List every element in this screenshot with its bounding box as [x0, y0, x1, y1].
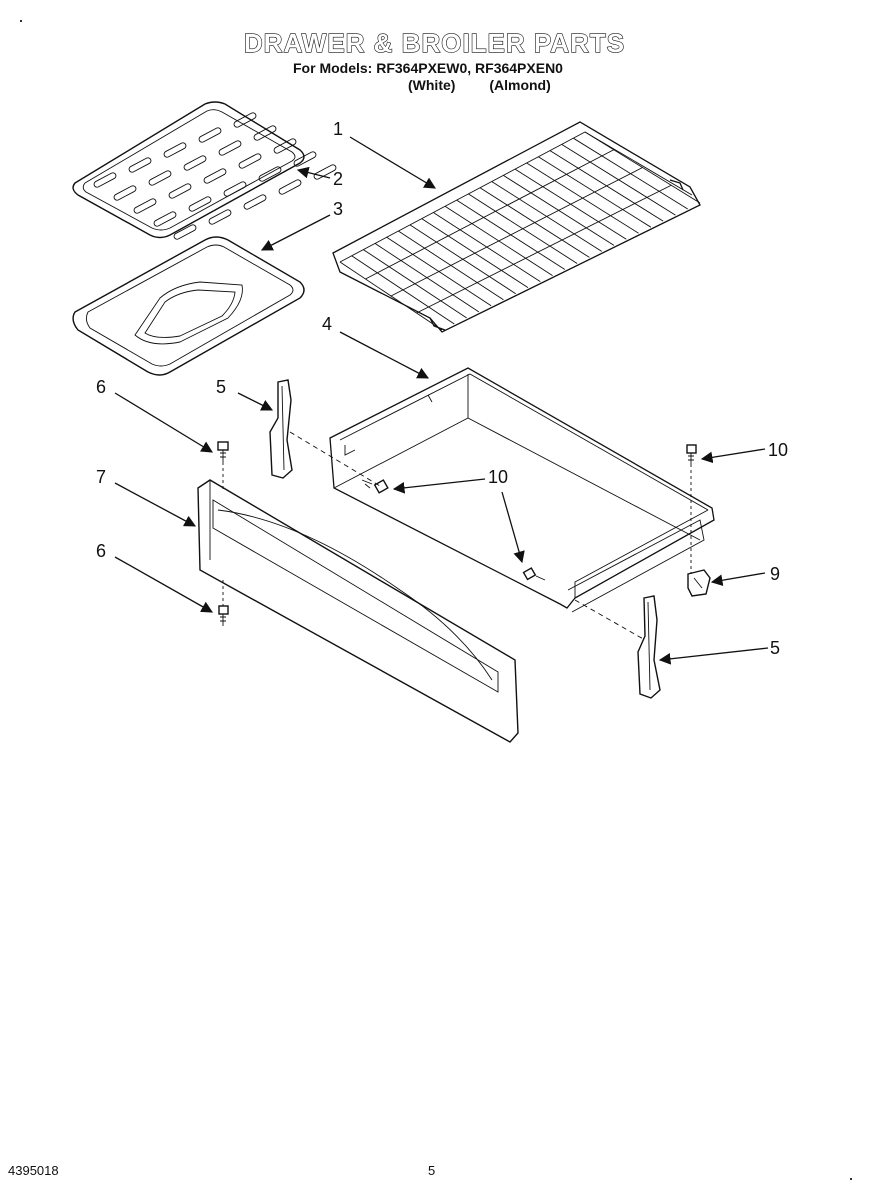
page-number: 5 — [428, 1163, 436, 1178]
grid-slot — [258, 166, 282, 182]
grid-slot — [148, 170, 172, 186]
callout-7: 7 — [96, 467, 106, 487]
grid-slot — [243, 194, 267, 210]
grid-slot — [183, 155, 207, 171]
screw-6-bottom-part — [218, 605, 229, 626]
color-white: (White) — [408, 77, 456, 93]
grid-slot — [313, 164, 337, 180]
callout-3: 3 — [333, 199, 343, 219]
model-colors: (White) (Almond) — [408, 77, 551, 93]
grid-slot — [128, 157, 152, 173]
grid-slot — [208, 209, 232, 225]
grid-slot — [203, 168, 227, 184]
color-almond: (Almond) — [489, 77, 551, 93]
leader-6a — [114, 392, 213, 453]
grid-slot — [93, 172, 117, 188]
page-title: DRAWER & BROILER PARTS — [243, 27, 626, 58]
grid-slot — [113, 185, 137, 201]
grid-slot — [133, 198, 157, 214]
leader-1 — [349, 136, 437, 189]
callout-10-middle: 10 — [488, 467, 508, 487]
grid-slot — [273, 138, 297, 154]
rack-crossbar — [390, 167, 643, 297]
grid-slot — [223, 181, 247, 197]
screw-10-lower-part — [522, 567, 546, 581]
grid-slot — [253, 125, 277, 141]
drawer-slide-right-part — [637, 595, 661, 699]
leader-10c — [501, 491, 525, 564]
rack-crossbar — [416, 184, 672, 314]
drawer-part — [329, 367, 715, 613]
grid-slot — [168, 183, 192, 199]
broiler-pan-part — [72, 236, 305, 376]
grid-slot — [218, 140, 242, 156]
scan-speck — [20, 20, 22, 22]
callout-6-bottom: 6 — [96, 541, 106, 561]
leader-9 — [710, 572, 766, 587]
drawer-front-part — [197, 479, 519, 743]
callout-5-right: 5 — [770, 638, 780, 658]
leader-4 — [339, 331, 430, 379]
leader-10a — [700, 448, 766, 464]
callout-10-right: 10 — [768, 440, 788, 460]
grid-slot — [278, 179, 302, 195]
document-number: 4395018 — [8, 1163, 59, 1178]
rack-part — [332, 121, 701, 333]
leader-2 — [296, 166, 331, 179]
leader-10b — [392, 478, 486, 494]
drawer-slide-left-part — [269, 379, 293, 479]
grid-slot — [238, 153, 262, 169]
grid-slot — [293, 151, 317, 167]
clip-part — [687, 569, 711, 597]
broiler-grid-part — [72, 101, 337, 240]
callout-2: 2 — [333, 169, 343, 189]
callout-1: 1 — [333, 119, 343, 139]
screw-6-top-part — [217, 441, 229, 462]
leader-7 — [114, 482, 197, 527]
grid-slot — [198, 127, 222, 143]
grid-slot — [173, 224, 197, 240]
leader-5b — [658, 647, 769, 665]
callout-5-left: 5 — [216, 377, 226, 397]
grid-slot — [188, 196, 212, 212]
callout-9: 9 — [770, 564, 780, 584]
grid-slot — [153, 211, 177, 227]
leader-6b — [114, 556, 214, 613]
grid-slot — [233, 112, 257, 128]
callout-4: 4 — [322, 314, 332, 334]
leader-5a — [237, 392, 274, 411]
scan-speck — [850, 1178, 852, 1180]
screw-10-top-right-part — [686, 444, 697, 464]
grid-slot — [163, 142, 187, 158]
rack-crossbar — [365, 149, 614, 280]
callout-6-top: 6 — [96, 377, 106, 397]
screw-10-middle-part — [361, 479, 389, 494]
models-line: For Models: RF364PXEW0, RF364PXEN0 — [293, 60, 563, 76]
leader-3 — [260, 214, 331, 251]
